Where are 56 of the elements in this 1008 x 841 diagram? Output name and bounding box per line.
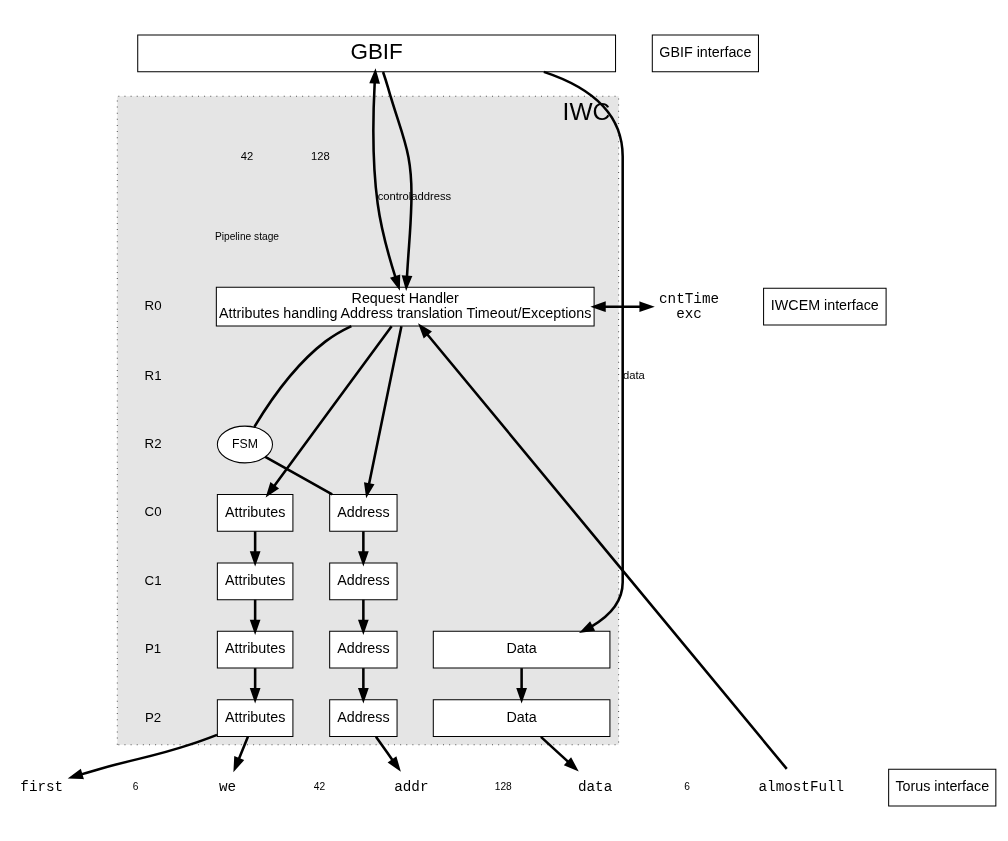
- node-box: Address: [329, 562, 398, 601]
- arrow: [374, 736, 401, 772]
- arrow: [233, 736, 250, 773]
- node-box: GBIF interface: [651, 34, 759, 73]
- arrow: [249, 531, 261, 567]
- node-box: Attributes: [216, 562, 294, 601]
- arrow: [265, 325, 393, 498]
- node-box: Data: [432, 630, 611, 669]
- label: P2: [144, 709, 162, 725]
- arrow: [516, 668, 527, 704]
- node-text: addr: [394, 779, 429, 796]
- node-box: Attributes: [216, 699, 294, 737]
- arrow: [381, 71, 413, 291]
- node-box: Address: [329, 699, 398, 737]
- label: R1: [144, 367, 162, 383]
- label: Pipeline stage: [214, 230, 279, 242]
- node-box: Attributes: [216, 494, 294, 532]
- node-box: Request Handler Attributes handling Address translation Timeout/Exceptions: [215, 286, 595, 327]
- label: 6: [684, 781, 690, 793]
- label: 128: [311, 150, 330, 163]
- label: R2: [144, 435, 162, 451]
- label: 128: [494, 781, 512, 793]
- arrow: [67, 733, 218, 780]
- node-box: Address: [329, 494, 398, 532]
- label: R0: [144, 298, 162, 314]
- node-text: we: [219, 779, 237, 796]
- connector: [253, 324, 352, 428]
- label: 42: [313, 781, 326, 793]
- arrow: [358, 531, 369, 567]
- arrow: [540, 735, 579, 772]
- label: C1: [144, 572, 162, 588]
- arrow: [249, 599, 261, 635]
- node-box: Attributes: [216, 630, 294, 669]
- arrow: [249, 668, 261, 704]
- node-ellipse: FSM: [216, 425, 273, 464]
- label: C0: [144, 504, 162, 520]
- label: P1: [144, 641, 162, 657]
- node-text: cntTime exc: [659, 290, 720, 323]
- node-text: data: [577, 779, 613, 796]
- node-box: Torus interface: [888, 768, 997, 807]
- label: 6: [132, 781, 139, 793]
- node-box: GBIF: [137, 34, 617, 73]
- node-box: Address: [329, 630, 398, 669]
- node-text: almostFull: [758, 779, 845, 796]
- arrow: [418, 323, 788, 770]
- arrow: [358, 668, 369, 704]
- arrow: [364, 325, 403, 499]
- node-text: first: [20, 779, 64, 796]
- connector: [264, 455, 333, 496]
- node-box: Data: [432, 699, 611, 737]
- arrow: [369, 68, 401, 291]
- arrow: [358, 599, 369, 635]
- arrow: [543, 70, 624, 633]
- arrow: [590, 301, 655, 313]
- node-box: IWCEM interface: [763, 287, 887, 326]
- label: 42: [240, 150, 254, 163]
